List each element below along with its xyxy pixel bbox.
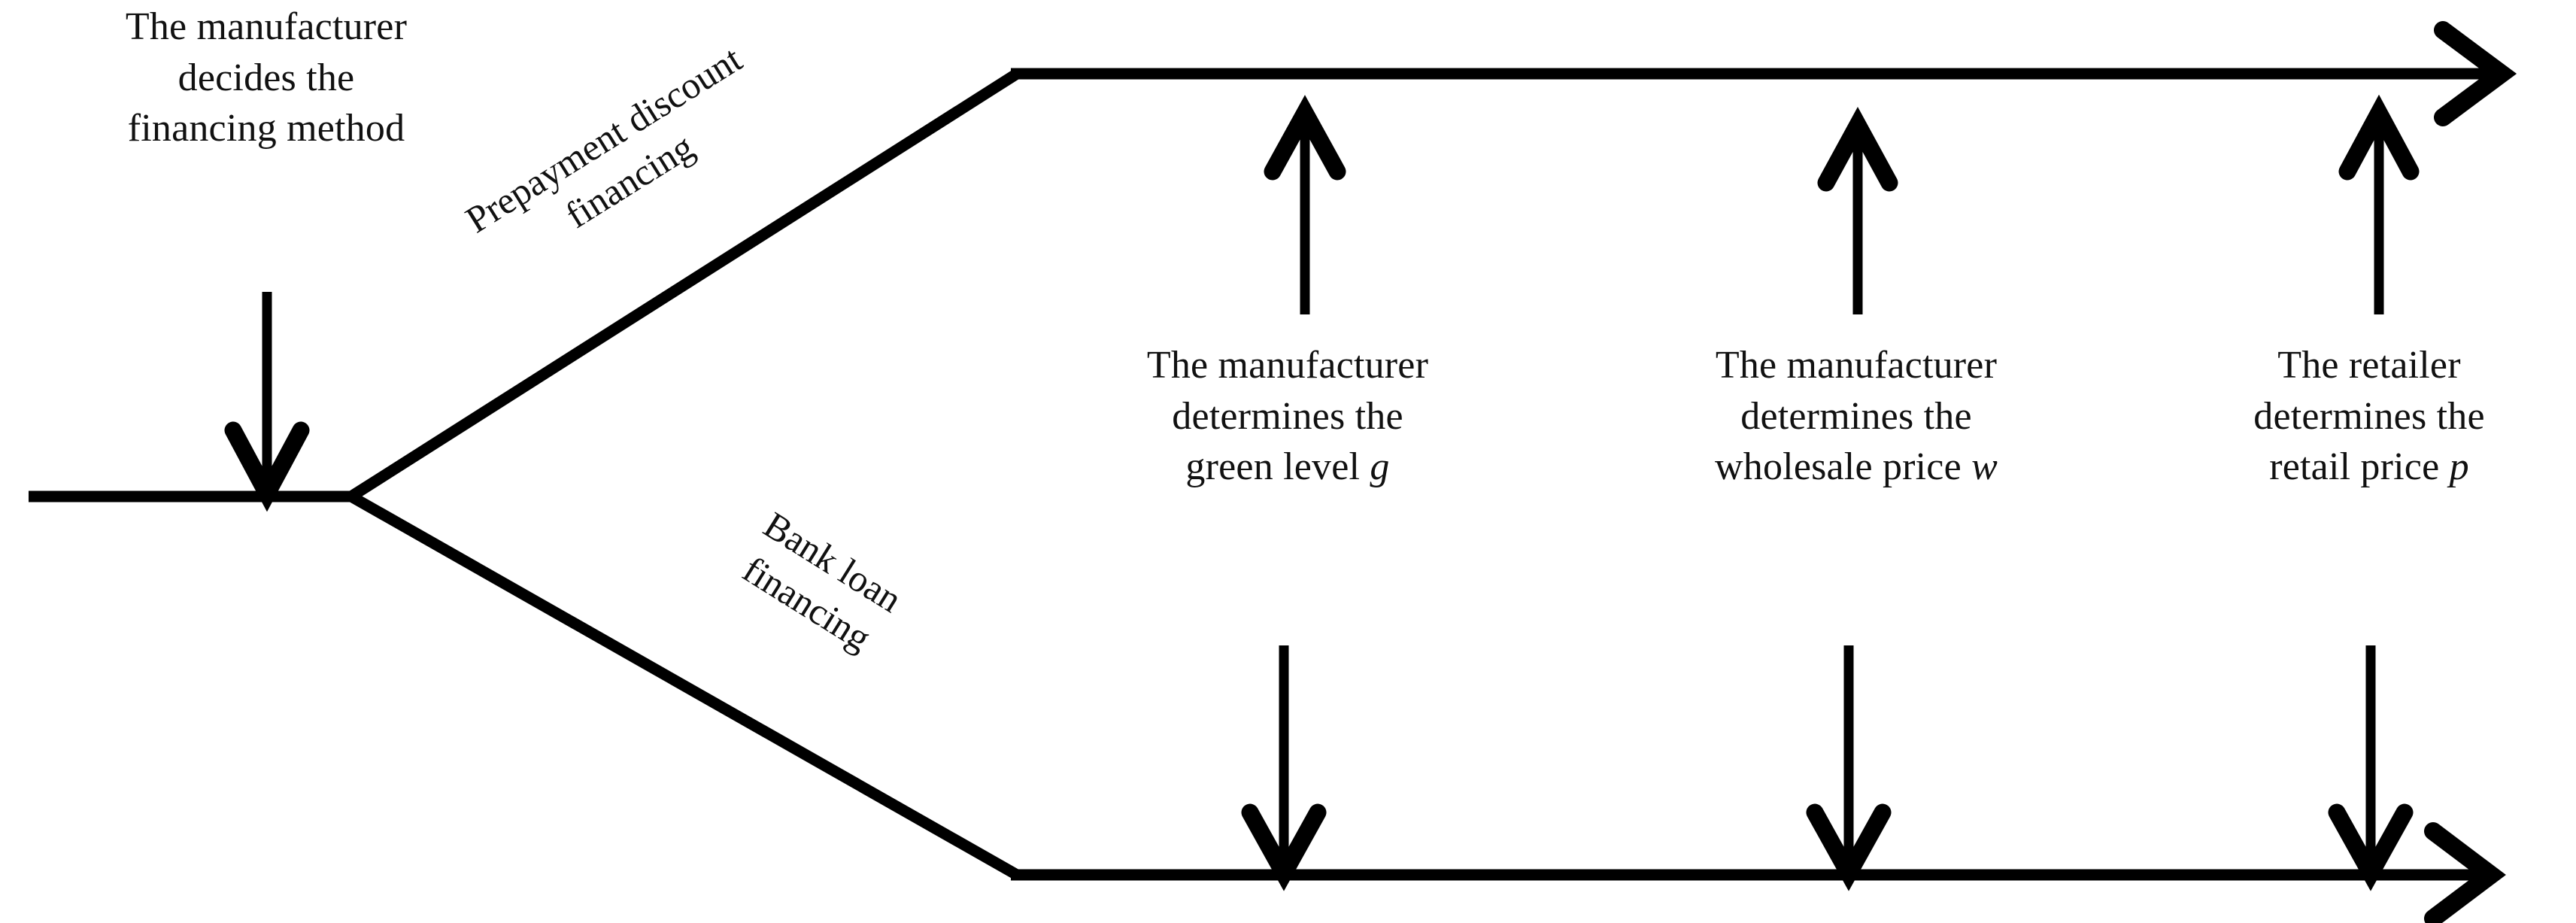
stage-2-down-arrow-head-icon: [1806, 803, 1892, 891]
stage-caption-wholesale-price-line-3: wholesale price w: [1616, 442, 2097, 493]
intro-arrow-head-icon: [224, 421, 310, 512]
intro-caption-line-1: The manufacturer: [125, 5, 408, 48]
stage-caption-wholesale-price-line-3-text: wholesale price: [1715, 445, 1972, 489]
stage-caption-wholesale-price: The manufacturer determines the wholesal…: [1616, 340, 2097, 493]
stage-caption-green-level: The manufacturer determines the green le…: [1047, 340, 1528, 493]
stage-caption-green-level-line-3-text: green level: [1185, 445, 1370, 489]
symbol-g: g: [1370, 445, 1390, 489]
symbol-w: w: [1971, 445, 1998, 489]
upper-branch-line: [345, 68, 1023, 502]
bottom-timeline-arrowhead-icon: [2424, 822, 2506, 923]
stage-caption-retail-price-line-1: The retailer: [2277, 344, 2461, 387]
top-timeline-arrowhead-icon: [2434, 21, 2517, 126]
intro-caption-line-2: decides the: [177, 56, 355, 99]
stage-caption-retail-price-line-2: determines the: [2253, 394, 2485, 438]
symbol-p: p: [2449, 445, 2469, 489]
intro-caption-line-3: financing method: [127, 107, 405, 150]
stage-caption-wholesale-price-line-2: determines the: [1740, 394, 1972, 438]
lower-branch-line: [345, 490, 1023, 881]
stage-caption-green-level-line-2: determines the: [1172, 394, 1403, 438]
stage-1-up-arrow-head-icon: [1264, 95, 1346, 181]
stage-caption-green-level-line-1: The manufacturer: [1146, 344, 1429, 387]
intro-caption: The manufacturer decides the financing m…: [11, 2, 522, 154]
stage-caption-wholesale-price-line-1: The manufacturer: [1715, 344, 1998, 387]
stage-2-up-arrow-head-icon: [1817, 106, 1898, 192]
stage-1-down-arrow-head-icon: [1241, 803, 1327, 891]
stage-3-down-arrow-head-icon: [2328, 803, 2414, 891]
stage-caption-retail-price: The retailer determines the retail price…: [2144, 340, 2576, 493]
stage-caption-retail-price-line-3: retail price p: [2144, 442, 2576, 493]
stage-caption-retail-price-line-3-text: retail price: [2269, 445, 2450, 489]
stage-caption-green-level-line-3: green level g: [1047, 442, 1528, 493]
stage-3-up-arrow-head-icon: [2338, 94, 2420, 181]
